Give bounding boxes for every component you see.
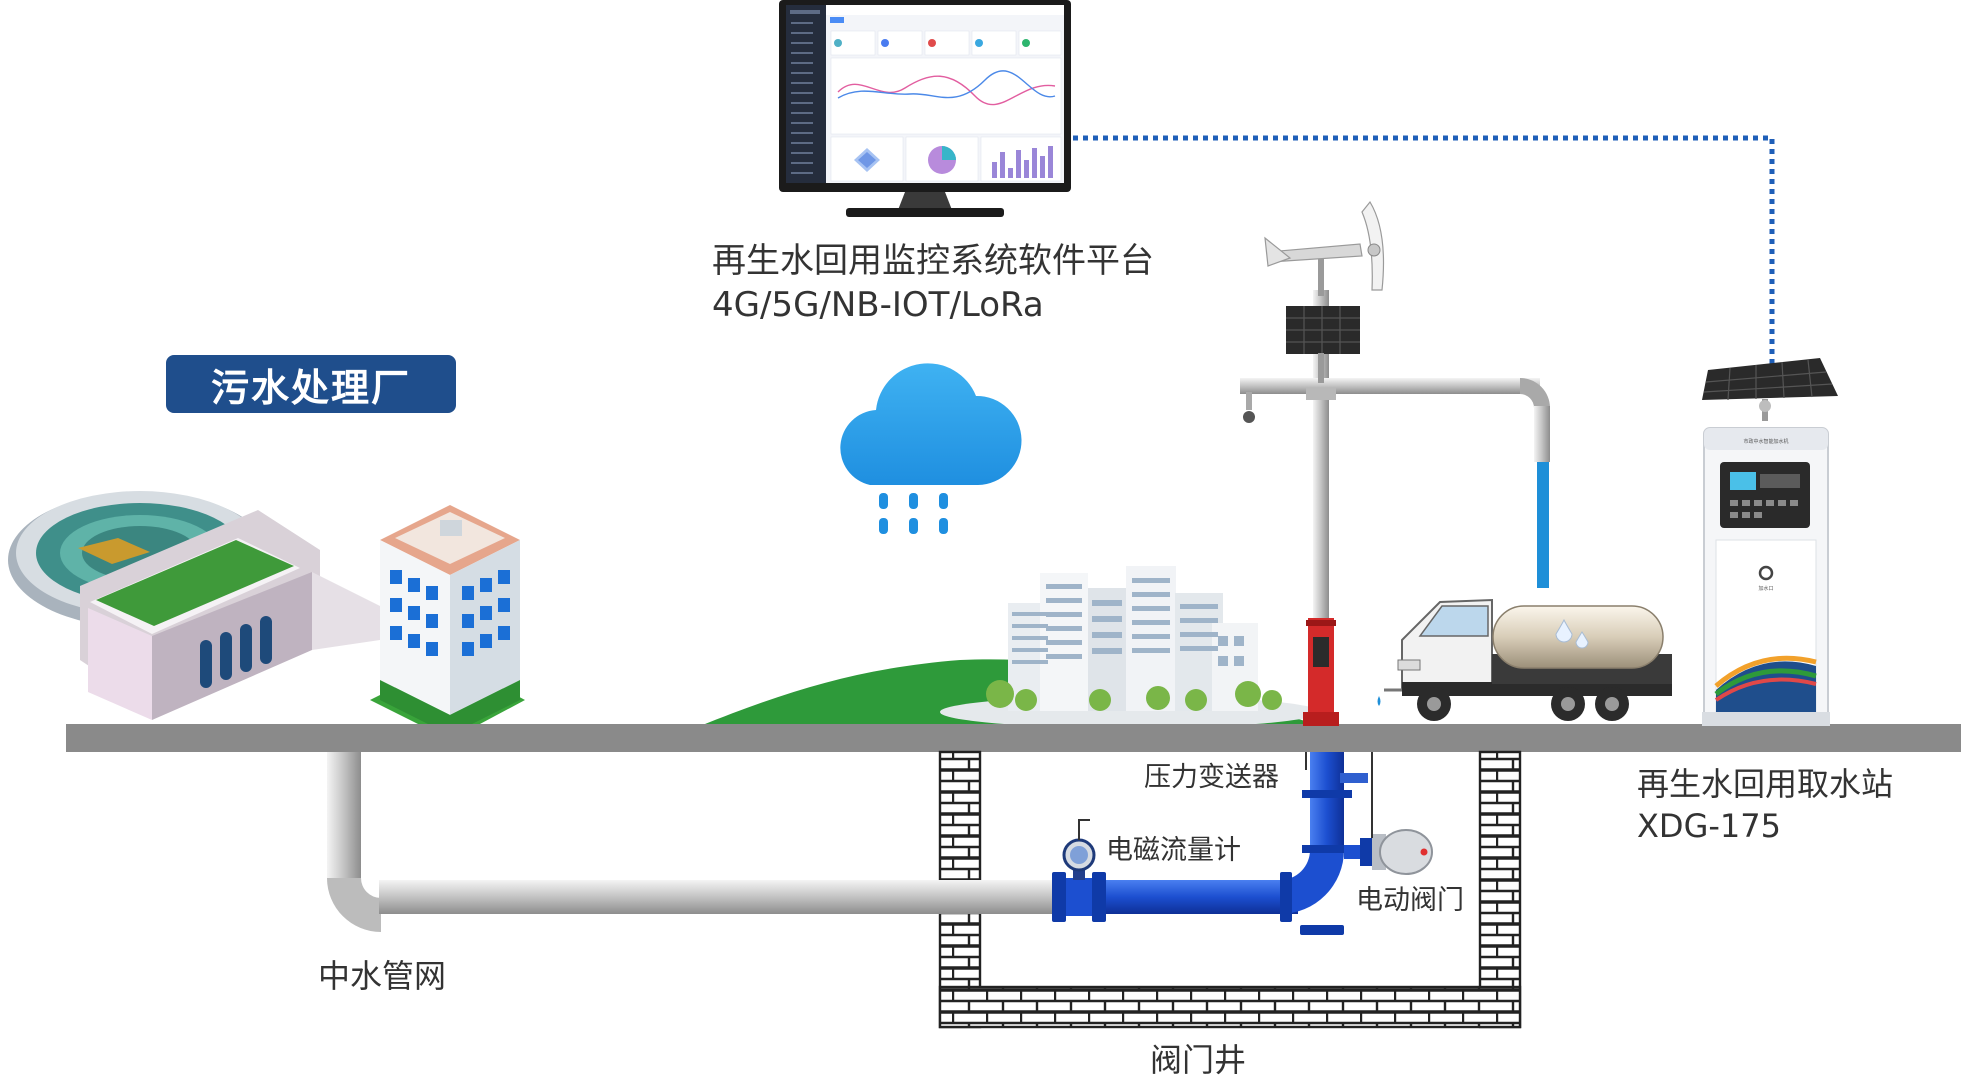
signal-link	[1073, 135, 1775, 370]
valve-well-label: 阀门井	[1150, 1041, 1247, 1079]
dispenser-kiosk-icon: 市政中水智能加水机 加水口	[1702, 427, 1830, 726]
ground-line	[66, 724, 1961, 752]
flow-meter-label: 电磁流量计	[1106, 835, 1241, 866]
filling-pole	[1240, 290, 1550, 726]
pipe-network-label: 中水管网	[318, 957, 447, 995]
treatment-plant-illustration	[8, 491, 380, 720]
electric-valve-icon	[1344, 829, 1433, 875]
station-model-label: XDG-175	[1637, 807, 1781, 845]
electric-valve-label: 电动阀门	[1356, 885, 1464, 916]
building-icon	[370, 505, 525, 740]
kiosk-outlet-text: 加水口	[1758, 585, 1773, 592]
platform-title: 再生水回用监控系统软件平台	[712, 241, 1154, 281]
plant-badge: 污水处理厂	[166, 355, 456, 413]
pressure-transmitter-label: 压力变送器	[1144, 762, 1279, 793]
monitor-icon	[779, 0, 1071, 217]
station-name-label: 再生水回用取水站	[1637, 765, 1894, 803]
flow-meter-leader	[1078, 819, 1090, 840]
flow-meter-icon	[1062, 838, 1096, 880]
kiosk-header-text: 市政中水智能加水机	[1743, 438, 1788, 445]
city-buildings	[986, 566, 1282, 711]
pressure-transmitter-leader	[1305, 752, 1373, 838]
wind-turbine-icon	[1264, 200, 1385, 296]
solar-panel-icon	[1702, 358, 1838, 421]
rain-cloud-icon	[840, 363, 1022, 534]
platform-protocols: 4G/5G/NB-IOT/LoRa	[712, 285, 1044, 325]
water-truck-icon	[1377, 598, 1672, 721]
blue-pipeline	[1052, 752, 1368, 935]
grey-pipe-network	[327, 752, 1065, 932]
